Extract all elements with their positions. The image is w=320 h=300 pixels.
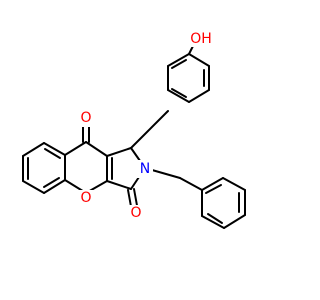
atom-ketone-o: O	[78, 109, 94, 127]
atom-oh: OH	[188, 31, 214, 47]
pyranone-ring	[64, 120, 113, 194]
atom-lactam-o: O	[128, 205, 144, 223]
hydroxyphenyl-ring	[167, 53, 210, 103]
hydroxyl-label: OH	[190, 31, 212, 47]
benzo-ring	[22, 142, 66, 194]
lactam-oxygen-label: O	[130, 205, 141, 221]
pyran-oxygen-label: O	[80, 190, 91, 206]
nitrogen-label: N	[140, 161, 150, 177]
atom-ring-o: O	[78, 190, 94, 208]
bond-ring-to-hydroxyphenyl	[130, 110, 169, 149]
atom-n: N	[137, 160, 153, 178]
structure-svg: OH O O O N	[22, 31, 246, 229]
bond-ch2-to-phenyl	[179, 177, 203, 191]
molecule-drawing: OH O O O N	[22, 31, 246, 229]
ketone-oxygen-label: O	[80, 110, 91, 126]
benzyl-ring	[201, 177, 246, 229]
